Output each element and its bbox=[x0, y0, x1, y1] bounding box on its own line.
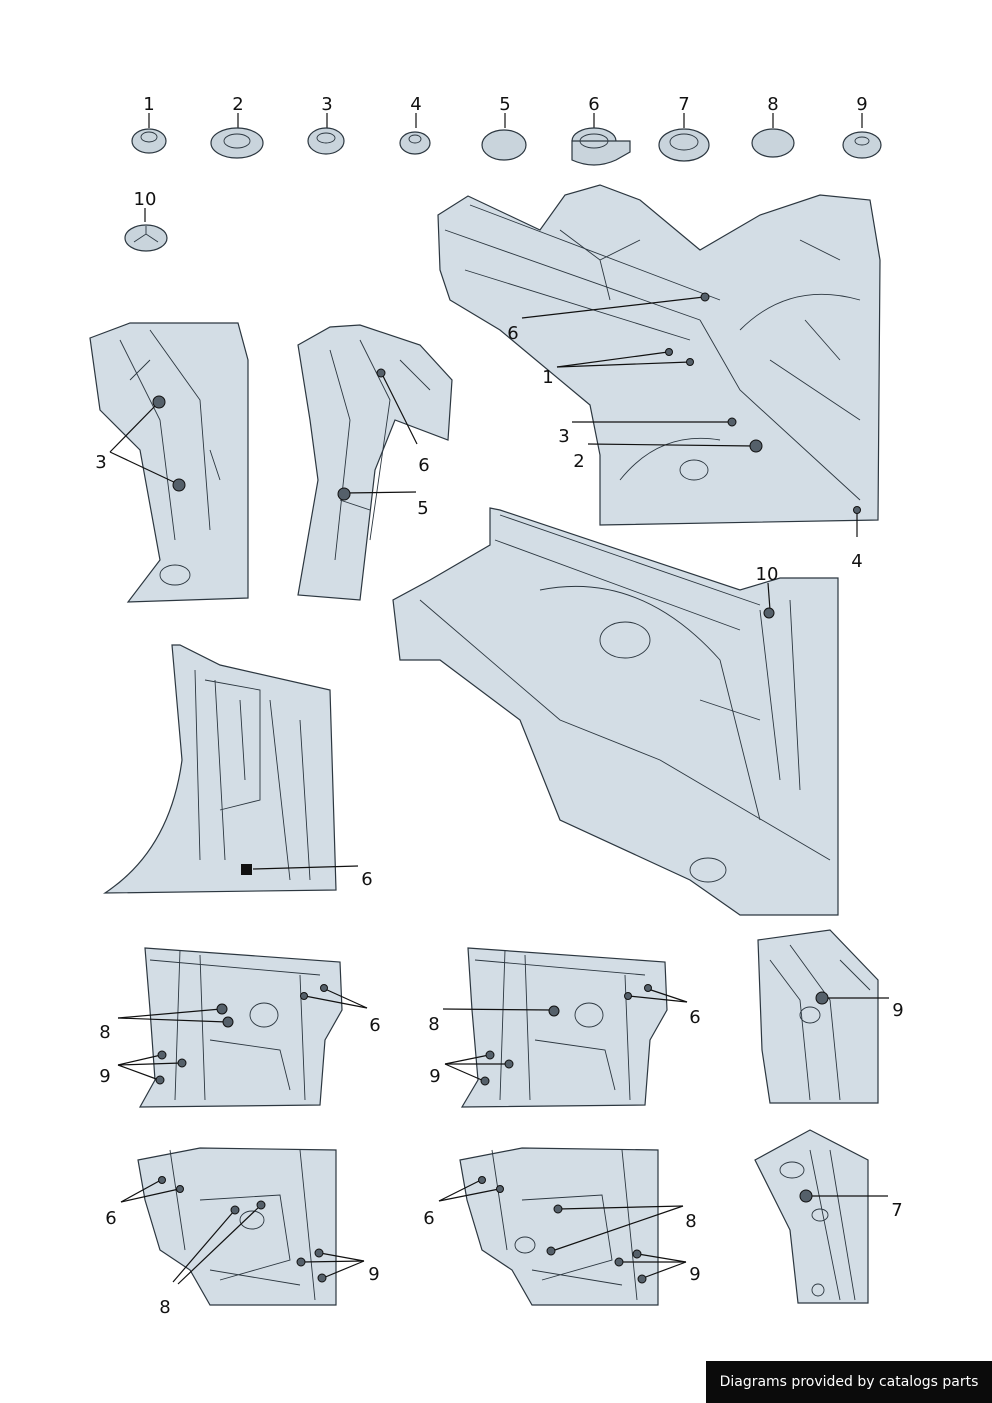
callout-group: 9 bbox=[815, 991, 904, 1021]
part-10[interactable]: 10 bbox=[124, 189, 168, 252]
plug-icon bbox=[124, 224, 168, 252]
grommet-icon bbox=[131, 128, 167, 154]
part-6[interactable]: 6 bbox=[571, 94, 631, 166]
credit-banner: Diagrams provided by catalogs parts bbox=[706, 1361, 992, 1403]
callout-label: 3 bbox=[95, 452, 106, 473]
callout-group: 6 1 3 2 4 bbox=[507, 292, 863, 572]
callout-group: 10 bbox=[756, 564, 779, 619]
row5-mid-view: 8 9 6 bbox=[428, 947, 701, 1108]
callout-group: 6 8 9 bbox=[423, 1176, 701, 1285]
part-7[interactable]: 7 bbox=[658, 94, 710, 162]
callout-group: 3 bbox=[95, 395, 186, 492]
callout-label: 9 bbox=[429, 1066, 440, 1087]
callout-label: 6 bbox=[423, 1208, 434, 1229]
callout-group: 6 5 bbox=[337, 368, 430, 519]
callout-label: 6 bbox=[418, 455, 429, 476]
left-panel-a-view: 3 bbox=[89, 322, 249, 603]
part-1[interactable]: 1 bbox=[131, 94, 167, 154]
callout-label: 10 bbox=[756, 564, 779, 585]
part-number: 10 bbox=[134, 189, 157, 210]
tape-patch bbox=[241, 864, 252, 875]
callout-group: 8 9 6 bbox=[99, 984, 381, 1087]
callout-label: 8 bbox=[159, 1297, 170, 1318]
grommet-icon bbox=[658, 128, 710, 162]
callout-label: 5 bbox=[417, 498, 428, 519]
callout-label: 6 bbox=[369, 1015, 380, 1036]
callout-label: 8 bbox=[99, 1022, 110, 1043]
callout-label: 4 bbox=[851, 551, 862, 572]
callout-group: 8 9 6 bbox=[428, 984, 701, 1087]
grommet-icon bbox=[842, 131, 882, 159]
row6-mid-view: 6 8 9 bbox=[423, 1147, 701, 1306]
part-number: 6 bbox=[588, 94, 599, 115]
callout-label: 9 bbox=[368, 1264, 379, 1285]
callout-label: 2 bbox=[573, 451, 584, 472]
part-5[interactable]: 5 bbox=[481, 94, 527, 161]
part-number: 2 bbox=[232, 94, 243, 115]
callout-label: 9 bbox=[99, 1066, 110, 1087]
left-panel-b-view: 6 5 bbox=[297, 324, 453, 601]
callout-label: 6 bbox=[105, 1208, 116, 1229]
grommet-icon bbox=[307, 127, 345, 155]
callout-label: 6 bbox=[507, 323, 518, 344]
grommet-icon bbox=[210, 127, 264, 159]
part-2[interactable]: 2 bbox=[210, 94, 264, 159]
part-number: 3 bbox=[321, 94, 332, 115]
parts-legend: 1 2 3 4 bbox=[124, 94, 882, 252]
part-number: 7 bbox=[678, 94, 689, 115]
row6-left-view: 6 8 9 bbox=[105, 1147, 380, 1318]
part-8[interactable]: 8 bbox=[751, 94, 795, 158]
callout-label: 9 bbox=[689, 1264, 700, 1285]
row6-right-view: 7 bbox=[754, 1129, 903, 1304]
callout-group: 6 bbox=[241, 864, 373, 890]
callout-label: 6 bbox=[689, 1007, 700, 1028]
center-frame-view: 10 bbox=[392, 507, 839, 916]
part-number: 5 bbox=[499, 94, 510, 115]
callout-label: 6 bbox=[361, 869, 372, 890]
grommet-icon bbox=[481, 129, 527, 161]
callout-group: 6 8 9 bbox=[105, 1176, 380, 1318]
grommet-icon bbox=[399, 131, 431, 155]
part-9[interactable]: 9 bbox=[842, 94, 882, 159]
part-3[interactable]: 3 bbox=[307, 94, 345, 155]
adhesive-tape-roll-icon bbox=[571, 127, 631, 166]
front-frame-view: 6 1 3 2 4 bbox=[437, 184, 881, 572]
pillar-view: 6 bbox=[102, 644, 373, 894]
part-number: 1 bbox=[143, 94, 154, 115]
part-number: 8 bbox=[767, 94, 778, 115]
callout-label: 8 bbox=[428, 1014, 439, 1035]
callout-label: 8 bbox=[685, 1211, 696, 1232]
part-number: 4 bbox=[410, 94, 421, 115]
callout-label: 1 bbox=[542, 367, 553, 388]
callout-label: 7 bbox=[891, 1200, 902, 1221]
part-number: 9 bbox=[856, 94, 867, 115]
part-4[interactable]: 4 bbox=[399, 94, 431, 155]
callout-label: 3 bbox=[558, 426, 569, 447]
callout-label: 9 bbox=[892, 1000, 903, 1021]
row5-left-view: 8 9 6 bbox=[99, 947, 381, 1108]
grommet-icon bbox=[751, 128, 795, 158]
row5-right-view: 9 bbox=[757, 929, 904, 1104]
callout-group: 7 bbox=[799, 1189, 903, 1221]
